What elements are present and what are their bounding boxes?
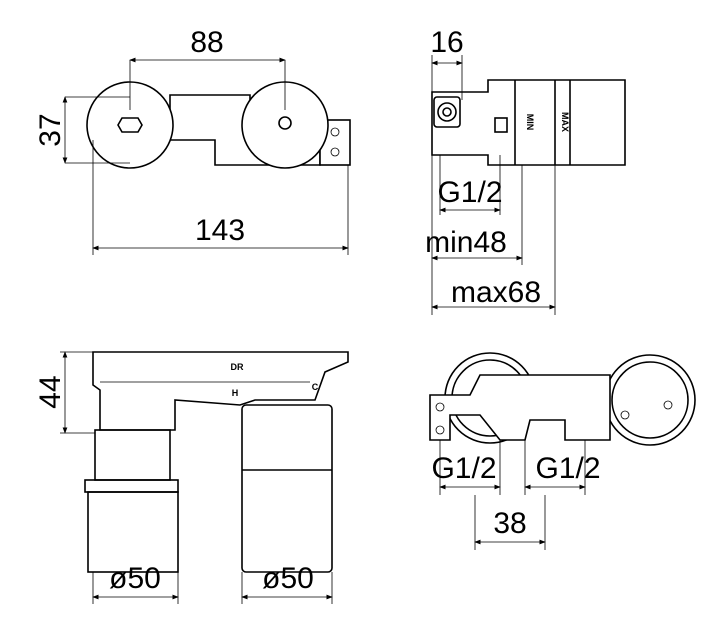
bottom-view: G1/2 G1/2 38 (429, 352, 696, 550)
label-cold: C (312, 382, 319, 392)
label-max: MAX (560, 112, 570, 132)
dimension-max68: max68 (451, 276, 541, 309)
dimension-44: 44 (34, 375, 67, 408)
side-view: MIN MAX 16 G1/2 min48 max68 (425, 26, 626, 315)
dimension-37: 37 (34, 113, 67, 146)
dimension-diameter-left: ø50 (109, 562, 161, 595)
top-view: 88 37 143 (34, 26, 351, 255)
dimension-min48: min48 (425, 226, 507, 259)
dimension-38: 38 (493, 507, 526, 540)
dimension-88: 88 (190, 26, 223, 59)
dimension-thread: G1/2 (437, 176, 502, 209)
label-min: MIN (525, 114, 535, 131)
dimension-143: 143 (195, 214, 245, 247)
label-hot: H (232, 388, 239, 398)
front-view: DR H C 44 ø50 ø50 (34, 351, 349, 604)
label-brand: DR (231, 362, 244, 372)
dimension-diameter-right: ø50 (262, 562, 314, 595)
dimension-thread-left: G1/2 (431, 452, 496, 485)
dimension-thread-right: G1/2 (535, 452, 600, 485)
dimension-16: 16 (430, 26, 463, 59)
